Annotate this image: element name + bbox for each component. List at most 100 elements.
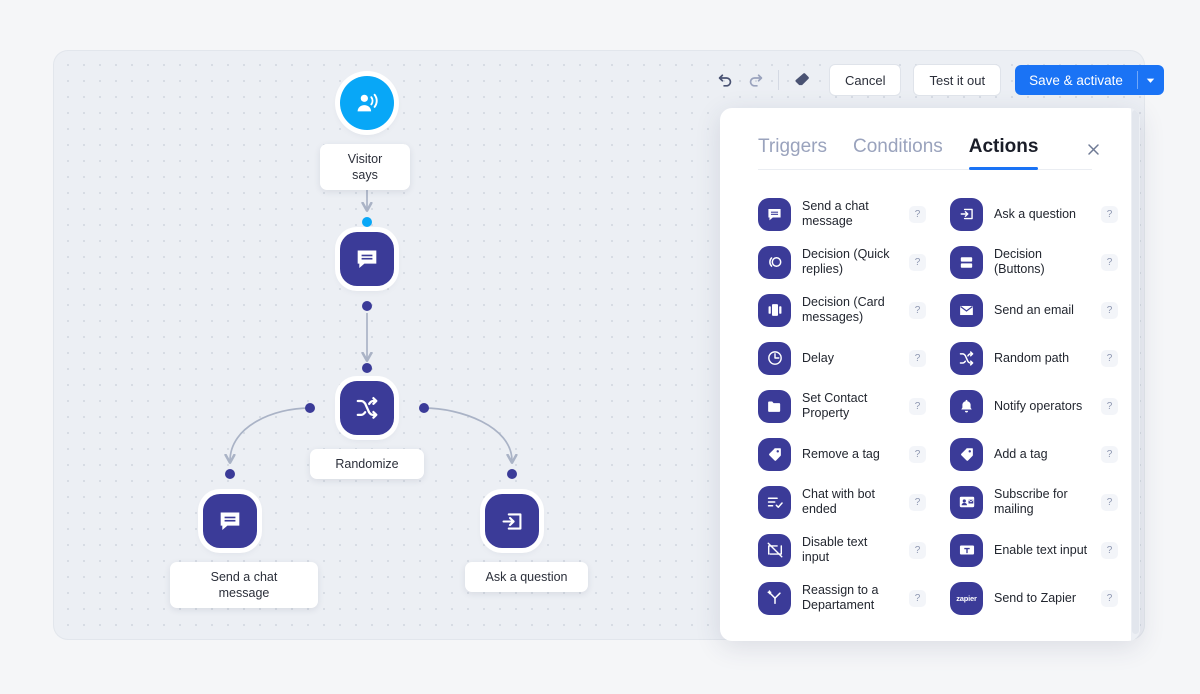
buttons-icon [950, 245, 983, 279]
tag-icon [950, 437, 983, 471]
help-icon[interactable]: ? [1101, 493, 1118, 511]
help-icon[interactable]: ? [909, 493, 926, 511]
help-icon[interactable]: ? [909, 541, 926, 559]
help-icon[interactable]: ? [1101, 349, 1118, 367]
panel-scrollbar[interactable] [1131, 108, 1140, 641]
help-icon[interactable]: ? [1101, 589, 1118, 607]
action-item-remove-a-tag[interactable]: Remove a tag ? [758, 430, 926, 478]
editor-toolbar: Cancel Test it out Save & activate [710, 62, 1164, 98]
checklist-icon [758, 485, 791, 519]
action-label: Enable text input [994, 542, 1088, 557]
help-icon[interactable]: ? [909, 253, 926, 271]
help-icon[interactable]: ? [909, 349, 926, 367]
action-label: Decision (Quick replies) [802, 247, 890, 276]
flow-connector-dot[interactable] [305, 403, 315, 413]
zapier-icon: zapier [950, 581, 983, 615]
chat-message-icon [340, 232, 394, 286]
action-label: Remove a tag [802, 446, 880, 461]
shuffle-icon [340, 381, 394, 435]
action-label: Chat with bot ended [802, 487, 875, 516]
tab-triggers[interactable]: Triggers [758, 136, 827, 157]
flow-connector-dot[interactable] [507, 469, 517, 479]
undo-icon[interactable] [710, 65, 740, 95]
save-and-activate-label: Save & activate [1029, 72, 1123, 88]
action-item-delay[interactable]: Delay ? [758, 334, 926, 382]
enable-input-icon [950, 533, 983, 567]
subscribe-icon [950, 485, 983, 519]
test-it-out-button[interactable]: Test it out [913, 64, 1002, 96]
action-item-set-contact-property[interactable]: Set Contact Property ? [758, 382, 926, 430]
help-icon[interactable]: ? [909, 301, 926, 319]
action-label: Set Contact Property [802, 391, 868, 420]
action-item-send-an-email[interactable]: Send an email ? [950, 286, 1118, 334]
action-item-random-path[interactable]: Random path ? [950, 334, 1118, 382]
save-button-divider [1136, 71, 1138, 89]
toolbar-divider [778, 70, 779, 90]
action-item-decision-card-messages[interactable]: Decision (Card messages) ? [758, 286, 926, 334]
action-label: Delay [802, 350, 834, 365]
help-icon[interactable]: ? [1101, 253, 1118, 271]
ask-question-icon [485, 494, 539, 548]
flow-connector-dot[interactable] [362, 217, 372, 227]
folder-icon [758, 389, 791, 423]
clock-icon [758, 341, 791, 375]
chevron-down-icon[interactable] [1138, 65, 1164, 95]
help-icon[interactable]: ? [909, 205, 926, 223]
flow-connector-dot[interactable] [419, 403, 429, 413]
cancel-button[interactable]: Cancel [829, 64, 902, 96]
tab-actions[interactable]: Actions [968, 136, 1038, 170]
ask-question-icon [950, 197, 983, 231]
action-label: Decision (Card messages) [802, 295, 885, 324]
action-label: Reassign to a Departament [802, 583, 879, 612]
branch-icon [758, 581, 791, 615]
action-item-chat-with-bot-ended[interactable]: Chat with bot ended ? [758, 478, 926, 526]
action-label: Random path [994, 350, 1070, 365]
quick-replies-icon [758, 245, 791, 279]
action-label: Decision (Buttons) [994, 247, 1045, 276]
action-item-send-to-zapier[interactable]: zapier Send to Zapier ? [950, 574, 1118, 622]
action-label: Disable text input [802, 535, 868, 564]
close-icon[interactable] [1082, 138, 1104, 160]
help-icon[interactable]: ? [909, 589, 926, 607]
help-icon[interactable]: ? [1101, 301, 1118, 319]
panel-scrollbar-thumb[interactable] [1132, 110, 1139, 634]
action-label: Send a chat message [802, 199, 869, 228]
action-label: Send to Zapier [994, 590, 1076, 605]
flow-node-label: Visitor says [320, 144, 410, 190]
action-item-decision-buttons[interactable]: Decision (Buttons) ? [950, 238, 1118, 286]
help-icon[interactable]: ? [1101, 397, 1118, 415]
shuffle-icon [950, 341, 983, 375]
bell-icon [950, 389, 983, 423]
flow-connector-dot[interactable] [225, 469, 235, 479]
flow-connector-dot[interactable] [362, 301, 372, 311]
action-item-enable-text-input[interactable]: Enable text input ? [950, 526, 1118, 574]
card-messages-icon [758, 293, 791, 327]
action-item-add-a-tag[interactable]: Add a tag ? [950, 430, 1118, 478]
flow-node-label: Ask a question [465, 562, 588, 592]
action-item-subscribe-for-mailing[interactable]: Subscribe for mailing ? [950, 478, 1118, 526]
action-label: Subscribe for mailing [994, 487, 1068, 516]
action-item-notify-operators[interactable]: Notify operators ? [950, 382, 1118, 430]
help-icon[interactable]: ? [1101, 205, 1118, 223]
visitor-says-icon [340, 76, 394, 130]
action-item-ask-a-question[interactable]: Ask a question ? [950, 190, 1118, 238]
action-item-disable-text-input[interactable]: Disable text input ? [758, 526, 926, 574]
tab-conditions[interactable]: Conditions [852, 136, 943, 157]
action-label: Send an email [994, 302, 1074, 317]
help-icon[interactable]: ? [1101, 445, 1118, 463]
help-icon[interactable]: ? [909, 445, 926, 463]
panel-tabs: Triggers Conditions Actions [758, 108, 1092, 170]
action-item-decision-quick-replies[interactable]: Decision (Quick replies) ? [758, 238, 926, 286]
help-icon[interactable]: ? [909, 397, 926, 415]
action-label: Notify operators [994, 398, 1083, 413]
action-label: Add a tag [994, 446, 1048, 461]
redo-icon[interactable] [740, 65, 770, 95]
flow-connector-dot[interactable] [362, 363, 372, 373]
save-and-activate-button[interactable]: Save & activate [1015, 65, 1164, 95]
action-item-reassign-to-a-departament[interactable]: Reassign to a Departament ? [758, 574, 926, 622]
actions-panel: Triggers Conditions Actions Send a chat … [720, 108, 1140, 641]
help-icon[interactable]: ? [1101, 541, 1118, 559]
eraser-icon[interactable] [787, 65, 817, 95]
action-item-send-a-chat-message[interactable]: Send a chat message ? [758, 190, 926, 238]
